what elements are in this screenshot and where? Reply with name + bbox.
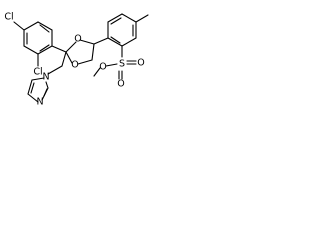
- oxygen-label: O: [99, 62, 106, 73]
- bonds: [13, 13, 149, 103]
- bond: [37, 21, 53, 31]
- nitrogen-label: N: [36, 97, 43, 108]
- bond: [47, 65, 63, 75]
- bond: [121, 13, 137, 23]
- bond: [91, 43, 95, 61]
- bond: [77, 59, 93, 65]
- atom-labels: Cl Cl O O N N S O O O: [4, 12, 144, 108]
- oxygen-label: O: [74, 34, 81, 45]
- chlorine-label: Cl: [33, 67, 42, 78]
- bond: [45, 81, 49, 89]
- chlorine-label: Cl: [4, 12, 13, 23]
- bond: [65, 51, 73, 64]
- bond: [61, 51, 67, 67]
- bond: [23, 21, 39, 31]
- bond: [121, 37, 137, 47]
- bond: [43, 88, 48, 97]
- bond: [135, 14, 149, 23]
- bond: [27, 79, 33, 95]
- bond: [51, 45, 67, 53]
- bond: [105, 63, 118, 67]
- bond: [110, 36, 121, 44]
- bond: [107, 37, 123, 47]
- bond: [110, 17, 122, 25]
- bond: [93, 67, 101, 77]
- bond: [30, 82, 35, 94]
- bond: [37, 45, 53, 55]
- bond: [13, 21, 25, 31]
- bond: [31, 77, 45, 81]
- bond: [65, 41, 77, 53]
- nitrogen-label: N: [42, 72, 49, 83]
- bond: [79, 39, 95, 45]
- oxygen-label: O: [137, 58, 144, 69]
- bond: [93, 37, 109, 45]
- sulfur-label: S: [119, 59, 125, 70]
- oxygen-label: O: [71, 60, 78, 71]
- bond: [107, 13, 123, 23]
- bond: [23, 45, 39, 55]
- chemical-structure: Cl Cl O O N N S O O O: [4, 12, 149, 108]
- bond: [39, 24, 50, 33]
- bond: [27, 93, 39, 103]
- oxygen-label: O: [117, 79, 124, 90]
- bond: [39, 44, 50, 52]
